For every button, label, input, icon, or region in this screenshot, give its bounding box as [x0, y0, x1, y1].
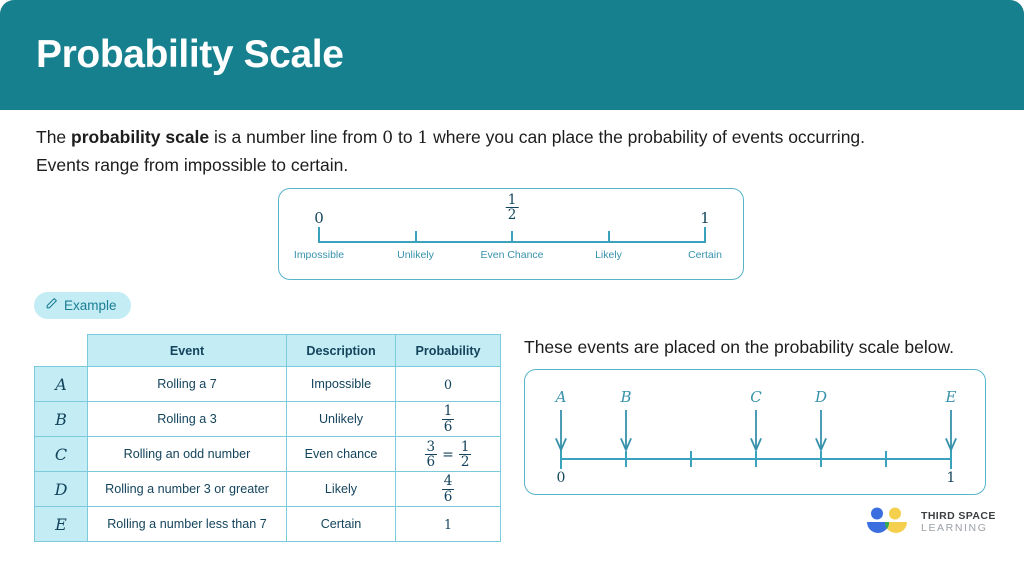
- placed-axis-tick: [560, 449, 562, 469]
- placed-event-letter: A: [555, 388, 567, 406]
- scale-tick: [607, 231, 610, 243]
- intro-bold-term: probability scale: [71, 127, 210, 147]
- intro-text-part2: is a number line from: [209, 127, 383, 147]
- placed-axis-tick: [885, 451, 887, 467]
- scale-tick-label: Likely: [595, 249, 622, 261]
- column-header-event: Event: [87, 334, 287, 367]
- scale-tick-label: Impossible: [293, 249, 345, 261]
- placed-event-letter: C: [750, 388, 762, 406]
- placed-axis-tick: [820, 451, 822, 467]
- placed-event-letter: E: [945, 388, 957, 406]
- placed-event-arrow-icon: [944, 410, 958, 457]
- page-title: Probability Scale: [36, 33, 344, 76]
- column-header-probability: Probability: [395, 334, 501, 367]
- example-badge-label: Example: [64, 298, 117, 313]
- probability-scale-diagram: Impossible Unlikely Even Chance Likely Certa…: [278, 188, 744, 280]
- row-event: Rolling a 3: [87, 401, 287, 437]
- right-panel-caption: These events are placed on the probabili…: [524, 337, 954, 357]
- scale-value: 0: [314, 209, 324, 227]
- scale-tick: [414, 231, 417, 243]
- row-letter: A: [34, 366, 88, 402]
- table-corner-cell: [35, 335, 88, 367]
- placed-event-letter: B: [620, 388, 632, 406]
- intro-line-2: Events range from impossible to certain.: [36, 155, 349, 175]
- table-header-row: Event Description Probability: [35, 334, 501, 367]
- probability-value: 1: [443, 516, 452, 532]
- scale-tick-label: Certain: [688, 249, 722, 261]
- row-description: Impossible: [286, 366, 396, 402]
- intro-text-part4: where you can place the probability of e…: [428, 127, 866, 147]
- intro-value-one: 1: [417, 128, 429, 148]
- intro-value-zero: 0: [382, 128, 394, 148]
- logo-wordmark: THIRD SPACE LEARNING: [921, 510, 996, 534]
- placed-events-diagram: 0 1 A B C D E: [524, 369, 986, 495]
- placed-axis-tick: [690, 451, 692, 467]
- row-event: Rolling a number less than 7: [87, 506, 287, 542]
- pencil-icon: [45, 297, 58, 315]
- intro-paragraph: The probability scale is a number line f…: [36, 124, 992, 179]
- logo-mark-icon: [864, 506, 912, 538]
- row-description: Likely: [286, 471, 396, 507]
- row-probability: 0: [395, 366, 501, 402]
- scale-tick: [704, 227, 706, 243]
- scale-tick: [511, 231, 513, 243]
- column-header-description: Description: [286, 334, 396, 367]
- table-head: Event Description Probability: [35, 334, 501, 367]
- equals-sign: =: [442, 446, 454, 463]
- example-badge[interactable]: Example: [34, 292, 131, 319]
- placed-axis-tick: [755, 451, 757, 467]
- placed-event-arrow-icon: [554, 410, 568, 457]
- scale-tick-label: Unlikely: [397, 249, 434, 261]
- scale-tick-label: Even Chance: [480, 249, 544, 261]
- scale-value: 1: [700, 209, 710, 227]
- placed-event-arrow-icon: [749, 410, 763, 457]
- intro-text-part1: The: [36, 127, 72, 147]
- logo-line-1: THIRD SPACE: [921, 509, 996, 522]
- placed-event-arrow-icon: [814, 410, 828, 457]
- row-event: Rolling an odd number: [87, 436, 287, 472]
- row-event: Rolling a 7: [87, 366, 287, 402]
- row-description: Certain: [286, 506, 396, 542]
- row-description: Unlikely: [286, 401, 396, 437]
- row-letter: D: [34, 471, 88, 507]
- row-letter: E: [34, 506, 88, 542]
- row-probability: 1: [395, 506, 501, 542]
- placed-axis-tick: [950, 449, 952, 469]
- probability-value: 0: [443, 376, 452, 392]
- placed-axis-start-label: 0: [556, 470, 566, 486]
- row-letter: B: [34, 401, 88, 437]
- intro-text-part3: to: [393, 127, 418, 147]
- placed-event-letter: D: [814, 388, 827, 406]
- row-letter: C: [34, 436, 88, 472]
- row-description: Even chance: [286, 436, 396, 472]
- scale-tick: [318, 227, 320, 243]
- row-event: Rolling a number 3 or greater: [87, 471, 287, 507]
- brand-logo: THIRD SPACE LEARNING: [864, 506, 996, 538]
- placed-event-arrow-icon: [619, 410, 633, 457]
- page-header: Probability Scale: [0, 0, 1024, 110]
- logo-line-2: LEARNING: [921, 522, 988, 534]
- placed-axis-end-label: 1: [946, 470, 956, 486]
- placed-axis-tick: [625, 451, 627, 467]
